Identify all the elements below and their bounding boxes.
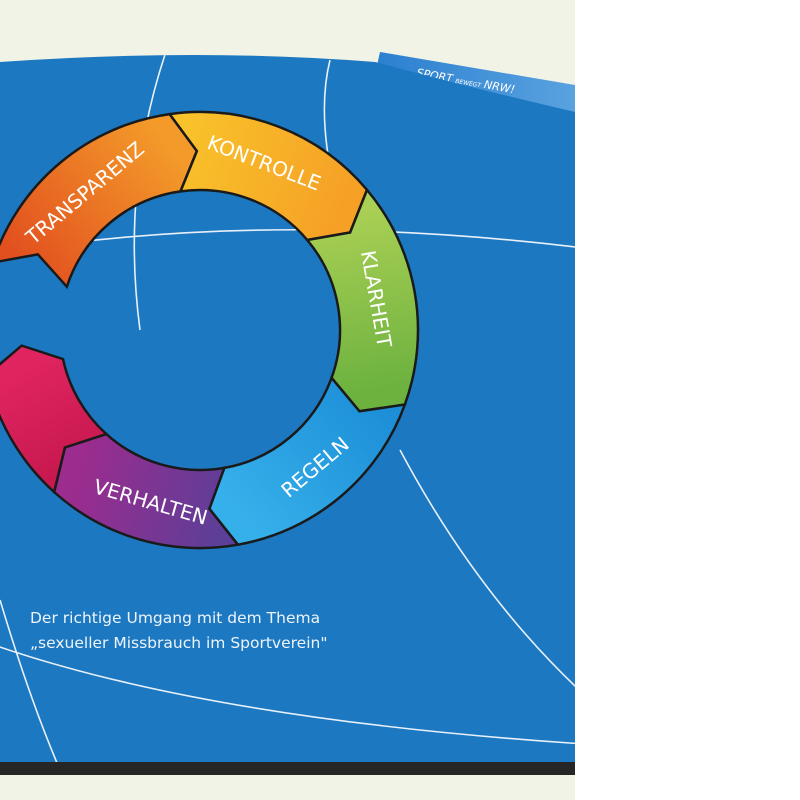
ring-segment-segment-red bbox=[0, 344, 109, 495]
globe-lines bbox=[0, 55, 575, 762]
subtitle-line-2: „sexueller Missbrauch im Sportverein" bbox=[30, 634, 328, 652]
subtitle-line-1: Der richtige Umgang mit dem Thema bbox=[30, 609, 321, 627]
subtitle: Der richtige Umgang mit dem Thema „sexue… bbox=[30, 606, 327, 656]
blue-panel bbox=[0, 55, 575, 762]
bottom-band bbox=[0, 762, 575, 775]
